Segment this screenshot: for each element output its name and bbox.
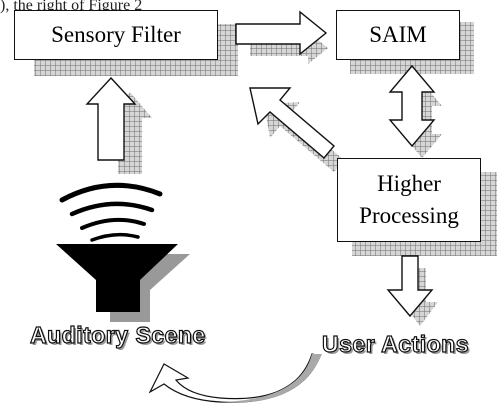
arrow-saim-higher-bidirectional bbox=[388, 64, 442, 158]
auditory-scene-label: Auditory Scene bbox=[29, 321, 206, 348]
arrow-higher-to-filter bbox=[249, 87, 344, 172]
arrow-higher-to-user-actions bbox=[386, 255, 438, 326]
saim-label: SAIM bbox=[369, 22, 427, 47]
sensory-filter-box: Sensory Filter bbox=[14, 10, 218, 60]
arrow-scene-to-filter bbox=[85, 76, 152, 174]
user-actions-label: User Actions bbox=[321, 330, 470, 357]
funnel-icon bbox=[56, 244, 190, 322]
higher-processing-box: Higher Processing bbox=[337, 158, 481, 242]
higher-processing-label-line2: Processing bbox=[359, 203, 459, 228]
arrow-filter-to-saim bbox=[235, 10, 328, 64]
sound-waves-icon bbox=[59, 182, 163, 242]
sensory-filter-label: Sensory Filter bbox=[51, 22, 181, 47]
curved-return-arrow bbox=[148, 353, 322, 403]
saim-box: SAIM bbox=[336, 10, 460, 60]
higher-processing-label-line1: Higher bbox=[377, 171, 441, 196]
